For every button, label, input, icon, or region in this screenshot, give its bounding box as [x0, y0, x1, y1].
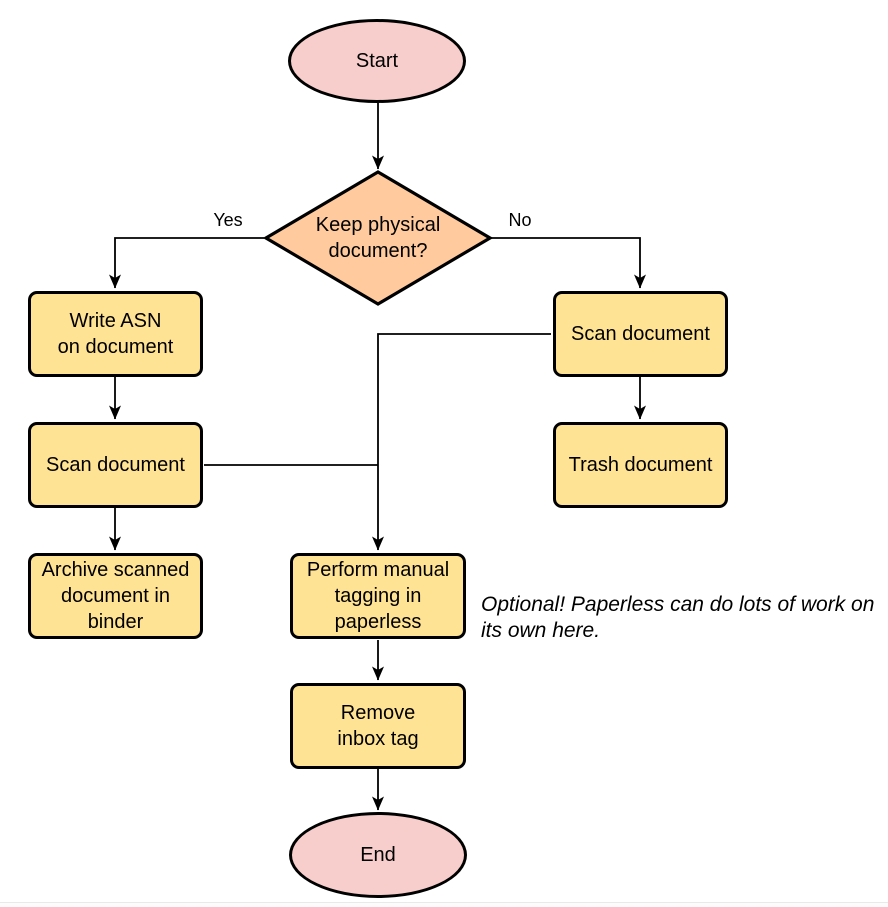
manual-tagging-node-label: Perform manual tagging in paperless [306, 559, 450, 633]
manual-tagging-node: Perform manual tagging in paperless [290, 553, 466, 639]
remove-inbox-tag-node-label: Remove inbox tag [337, 702, 419, 750]
archive-document-node-label: Archive scanned document in binder [41, 559, 190, 633]
trash-document-node-label: Trash document [568, 454, 713, 476]
write-asn-node-label: Write ASN on document [57, 310, 174, 358]
end-node-label: End [360, 844, 396, 866]
scan-document-yes-node-label: Scan document [46, 454, 185, 476]
edge-label-yes: Yes [213, 210, 243, 230]
edge-decision-yes-branch [109, 237, 264, 289]
trash-document-node: Trash document [553, 422, 728, 508]
scan-document-no-node: Scan document [553, 291, 728, 377]
decision-node-label: Keep physical document? [315, 214, 441, 262]
end-node: End [289, 812, 467, 898]
edge-label-no: No [508, 210, 532, 230]
start-node: Start [288, 19, 466, 103]
start-node-label: Start [355, 50, 399, 72]
archive-document-node: Archive scanned document in binder [28, 553, 203, 639]
page-bottom-divider [0, 902, 888, 903]
page-bottom-strip [0, 903, 888, 907]
scan-document-no-node-label: Scan document [571, 323, 710, 345]
diamond-shape [263, 170, 493, 306]
write-asn-node: Write ASN on document [28, 291, 203, 377]
edge-decision-no-branch [491, 237, 646, 289]
remove-inbox-tag-node: Remove inbox tag [290, 683, 466, 769]
optional-annotation: Optional! Paperless can do lots of work … [481, 593, 875, 642]
edge-scanno-to-tagging [372, 333, 551, 551]
scan-document-yes-node: Scan document [28, 422, 203, 508]
decision-node: Keep physical document? [263, 169, 493, 307]
